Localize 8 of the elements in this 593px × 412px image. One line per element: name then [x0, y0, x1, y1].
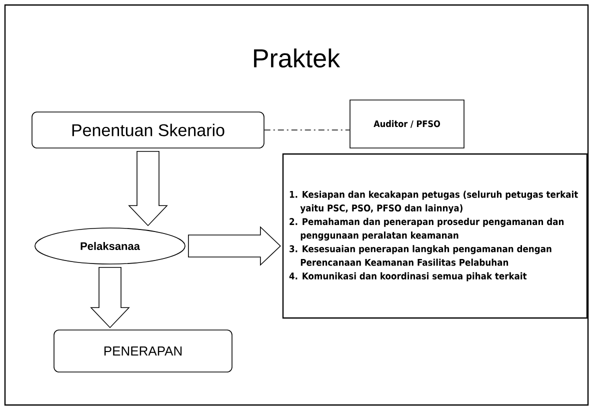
role-box: Auditor / PFSO: [350, 100, 464, 148]
block-arrow: [90, 267, 130, 328]
title: Praktek: [254, 48, 340, 68]
block-arrow: [188, 226, 281, 266]
block-arrow: [128, 151, 168, 226]
process-box: PENERAPAN: [54, 330, 232, 372]
criteria-list-box: 1. Kesiapan dan kecakapan petugas (seluruh petugas terkait yaitu PSC, PSO, PFSO dan lainnya) 2. Pemahaman dan penerapan prosedur pengamanan dan penggunaan peralatan keamanan 3. Kesesuaian penerapan langkah pengamanan dengan Perencanaan Keamanan Fasilitas Pelabuhan 4. Komunikasi dan koordinasi semua pihak terkait: [282, 153, 588, 319]
process-box: Penentuan Skenario: [32, 112, 264, 148]
